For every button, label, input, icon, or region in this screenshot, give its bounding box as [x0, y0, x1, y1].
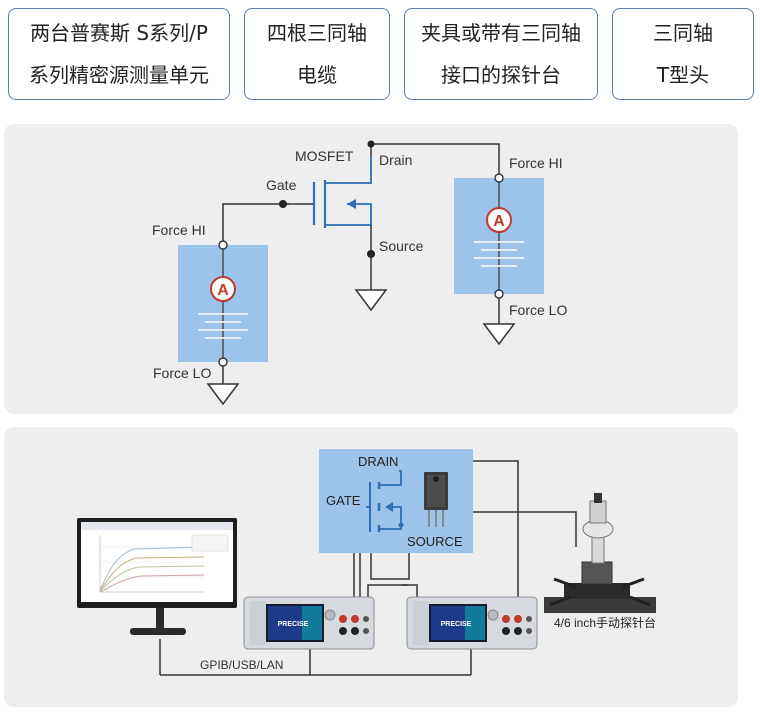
monitor	[77, 518, 237, 635]
tag-tee-line1: 三同轴	[653, 21, 713, 45]
tag-tee: 三同轴 T型头	[612, 8, 754, 100]
right-ammeter-icon	[486, 207, 512, 233]
left-force-lo-terminal	[218, 357, 228, 367]
tag-fixture: 夹具或带有三同轴 接口的探针台	[404, 8, 598, 100]
setup-drain-label: DRAIN	[358, 454, 398, 469]
gate-label: Gate	[266, 177, 297, 193]
source-label: Source	[379, 238, 424, 254]
setup-gate-label: GATE	[326, 493, 361, 508]
tag-smu-line2: 系列精密源测量单元	[29, 63, 209, 87]
left-ground-icon	[206, 383, 240, 406]
right-force-lo-terminal	[494, 289, 504, 299]
left-ammeter-label: A	[217, 282, 229, 299]
smu-1-brand: PRECISE	[278, 621, 309, 628]
right-ammeter-label: A	[493, 213, 505, 230]
left-force-hi-terminal	[218, 240, 228, 250]
mosfet-label: MOSFET	[295, 148, 354, 164]
right-force-hi-label: Force HI	[509, 155, 563, 171]
mosfet-arrow-icon	[347, 199, 356, 209]
left-force-lo-label: Force LO	[153, 365, 211, 381]
right-force-hi-terminal	[494, 173, 504, 183]
smu-2-brand: PRECISE	[441, 621, 472, 628]
setup-mosfet-arrow-icon	[385, 502, 393, 512]
tag-smu: 两台普赛斯 S系列/P 系列精密源测量单元	[8, 8, 230, 100]
source-ground-icon	[354, 289, 388, 312]
transistor-package-icon	[424, 472, 448, 527]
probe-station-label: 4/6 inch手动探针台	[554, 615, 656, 630]
schematic-diagram: A Force HI Force LO MOSFET Gate Drain So…	[152, 140, 567, 406]
right-ground-icon	[482, 323, 516, 346]
smu-instrument-1: PRECISE	[243, 596, 375, 650]
tag-fixture-line2: 接口的探针台	[441, 63, 561, 87]
right-force-lo-label: Force LO	[509, 302, 567, 318]
tag-smu-line1: 两台普赛斯 S系列/P	[30, 21, 208, 45]
left-force-hi-label: Force HI	[152, 222, 206, 238]
setup-panel: GPIB/USB/LAN DRAIN GATE SOURCE PRECISE	[4, 427, 738, 707]
drain-label: Drain	[379, 152, 412, 168]
probe-station-icon	[544, 493, 656, 613]
left-ammeter-icon	[210, 276, 236, 302]
interface-label: GPIB/USB/LAN	[200, 658, 283, 672]
tag-cable-line1: 四根三同轴	[267, 21, 367, 45]
schematic-panel: A Force HI Force LO MOSFET Gate Drain So…	[4, 124, 738, 414]
tag-cable-line2: 电缆	[297, 63, 337, 87]
setup-diagram: GPIB/USB/LAN DRAIN GATE SOURCE PRECISE	[77, 449, 656, 676]
smu-instrument-2: PRECISE	[406, 596, 538, 650]
tag-tee-line2: T型头	[656, 63, 710, 87]
tag-fixture-line1: 夹具或带有三同轴	[421, 21, 581, 45]
setup-source-label: SOURCE	[407, 534, 463, 549]
tag-cable: 四根三同轴 电缆	[244, 8, 390, 100]
